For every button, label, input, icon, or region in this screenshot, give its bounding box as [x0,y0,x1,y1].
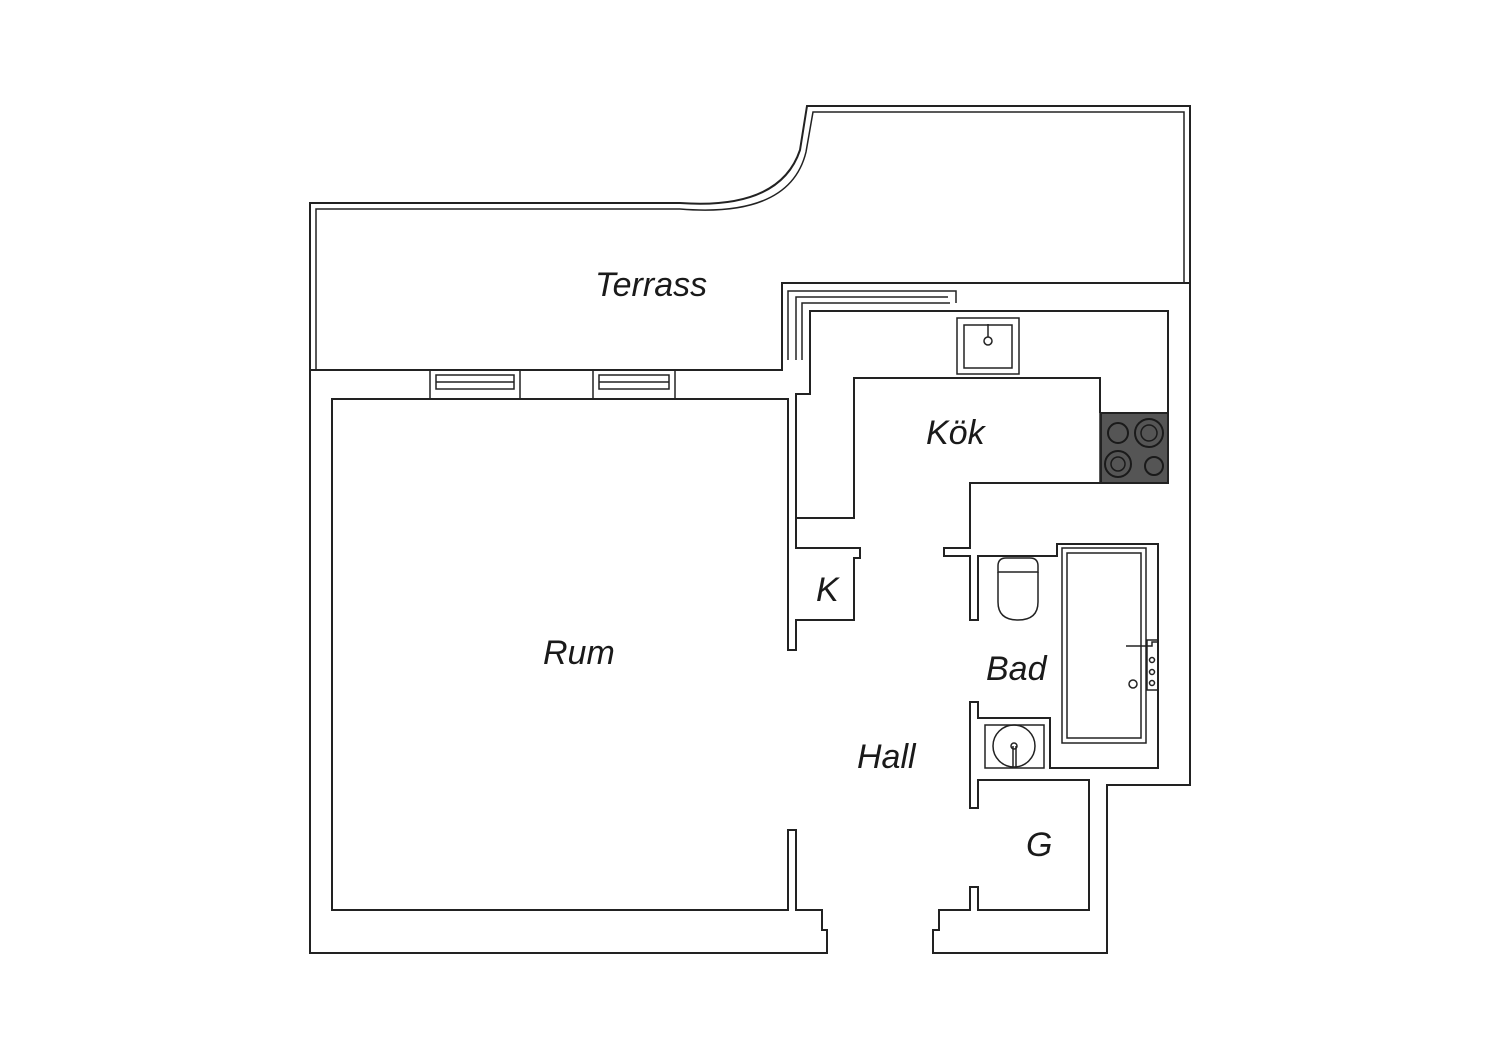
room-label-kitchen: Kök [926,414,987,452]
kitchen-window-corner [787,290,957,360]
room-label-bathroom: Bad [986,650,1048,688]
terrace-railing-inner [315,111,1185,370]
bathtub-icon [1061,547,1159,744]
terrace-area [309,105,1191,370]
room-label-closet: K [816,571,840,609]
toilet-icon [997,557,1039,621]
room-label-hall: Hall [857,738,917,776]
kitchen-sink [956,317,1020,375]
living-room-right-wall [782,394,861,651]
outer-wall-outline [310,282,1191,954]
window-left [429,369,521,400]
outer-wall-bottom-left [309,370,828,954]
outer-walls [309,282,1191,954]
terrace-outer-outline [309,105,1191,370]
window-right [592,369,676,400]
room-label-terrace: Terrass [595,266,707,304]
bathroom-sink-icon [984,724,1045,769]
room-label-wardrobe: G [1026,826,1052,864]
stove-icon [1100,412,1169,484]
room-label-living-room: Rum [543,634,615,672]
